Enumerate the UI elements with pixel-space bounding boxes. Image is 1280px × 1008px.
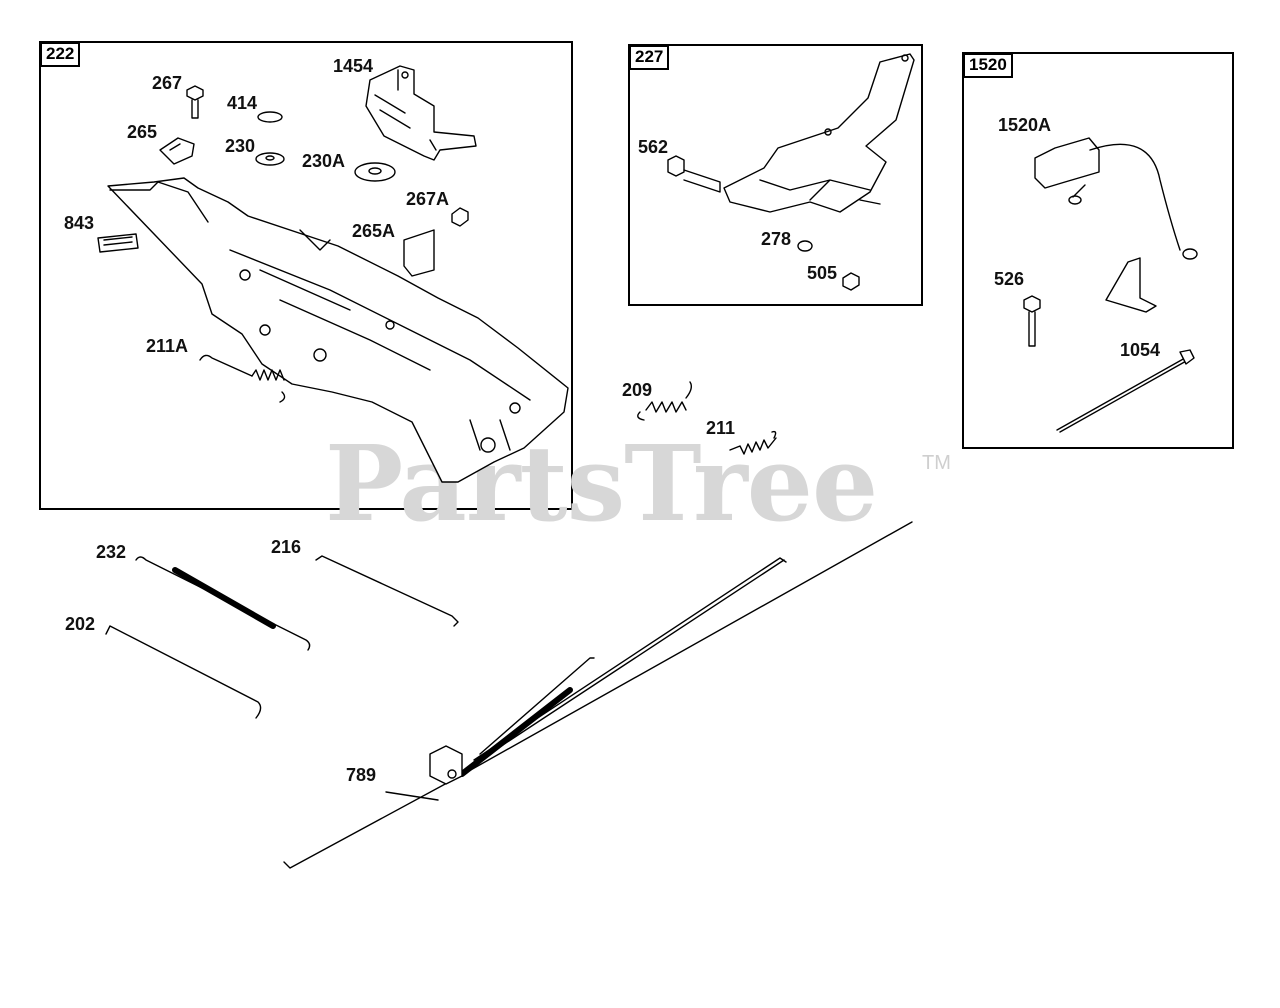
panel-1520 bbox=[962, 52, 1234, 449]
part-1520A-sensor[interactable] bbox=[1034, 137, 1198, 260]
part-222-bracket-assembly[interactable] bbox=[107, 177, 569, 483]
part-202-rod[interactable] bbox=[105, 625, 262, 719]
part-562-bolt[interactable] bbox=[667, 155, 721, 193]
label-211[interactable]: 211 bbox=[706, 418, 736, 438]
label-278[interactable]: 278 bbox=[761, 229, 792, 249]
label-232[interactable]: 232 bbox=[96, 542, 127, 562]
label-209[interactable]: 209 bbox=[622, 380, 653, 400]
part-278-washer[interactable] bbox=[797, 240, 813, 252]
label-1054[interactable]: 1054 bbox=[1120, 340, 1161, 360]
label-505[interactable]: 505 bbox=[807, 263, 838, 283]
part-789-cable-assembly[interactable] bbox=[283, 521, 913, 869]
part-267-bolt[interactable] bbox=[186, 85, 204, 119]
label-230[interactable]: 230 bbox=[225, 136, 256, 156]
label-211A[interactable]: 211A bbox=[146, 336, 189, 356]
part-265A-bracket[interactable] bbox=[403, 229, 435, 277]
part-209-spring[interactable] bbox=[637, 381, 693, 421]
part-505-nut[interactable] bbox=[842, 272, 860, 291]
label-230A[interactable]: 230A bbox=[302, 151, 346, 171]
part-843-decal[interactable] bbox=[97, 233, 139, 253]
part-265-clip[interactable] bbox=[159, 137, 195, 165]
watermark-brand: PartsTree bbox=[325, 422, 878, 545]
box-tag-1520: 1520 bbox=[963, 53, 1013, 78]
label-267[interactable]: 267 bbox=[152, 73, 183, 93]
part-211A-spring[interactable] bbox=[199, 354, 286, 403]
label-526[interactable]: 526 bbox=[994, 269, 1025, 289]
label-267A[interactable]: 267A bbox=[406, 189, 450, 209]
label-1454[interactable]: 1454 bbox=[333, 56, 374, 76]
watermark-trademark: TM bbox=[922, 452, 951, 474]
label-562[interactable]: 562 bbox=[638, 137, 669, 157]
label-843[interactable]: 843 bbox=[64, 213, 95, 233]
label-216[interactable]: 216 bbox=[271, 537, 302, 557]
panel-222 bbox=[39, 41, 573, 510]
box-tag-222: 222 bbox=[40, 42, 81, 67]
label-202[interactable]: 202 bbox=[65, 614, 96, 634]
part-414-washer[interactable] bbox=[257, 111, 283, 123]
part-227-throttle-bracket[interactable] bbox=[723, 53, 915, 213]
part-230-washer[interactable] bbox=[255, 152, 285, 166]
part-l-bracket[interactable] bbox=[1105, 257, 1157, 313]
part-232-spring-rod[interactable] bbox=[135, 556, 311, 651]
part-1054-cable-tie[interactable] bbox=[1056, 349, 1195, 433]
part-211-spring[interactable] bbox=[729, 430, 777, 455]
label-789[interactable]: 789 bbox=[346, 765, 377, 785]
part-1454-switch[interactable] bbox=[365, 65, 477, 161]
part-526-screw[interactable] bbox=[1023, 295, 1041, 347]
label-265A[interactable]: 265A bbox=[352, 221, 396, 241]
box-tag-227: 227 bbox=[629, 45, 670, 70]
label-265[interactable]: 265 bbox=[127, 122, 158, 142]
part-267A-screw[interactable] bbox=[451, 207, 469, 227]
panel-227 bbox=[628, 44, 923, 306]
label-414[interactable]: 414 bbox=[227, 93, 258, 113]
part-216-rod[interactable] bbox=[315, 555, 459, 627]
part-230A-washer[interactable] bbox=[354, 162, 396, 182]
label-1520A[interactable]: 1520A bbox=[998, 115, 1052, 135]
